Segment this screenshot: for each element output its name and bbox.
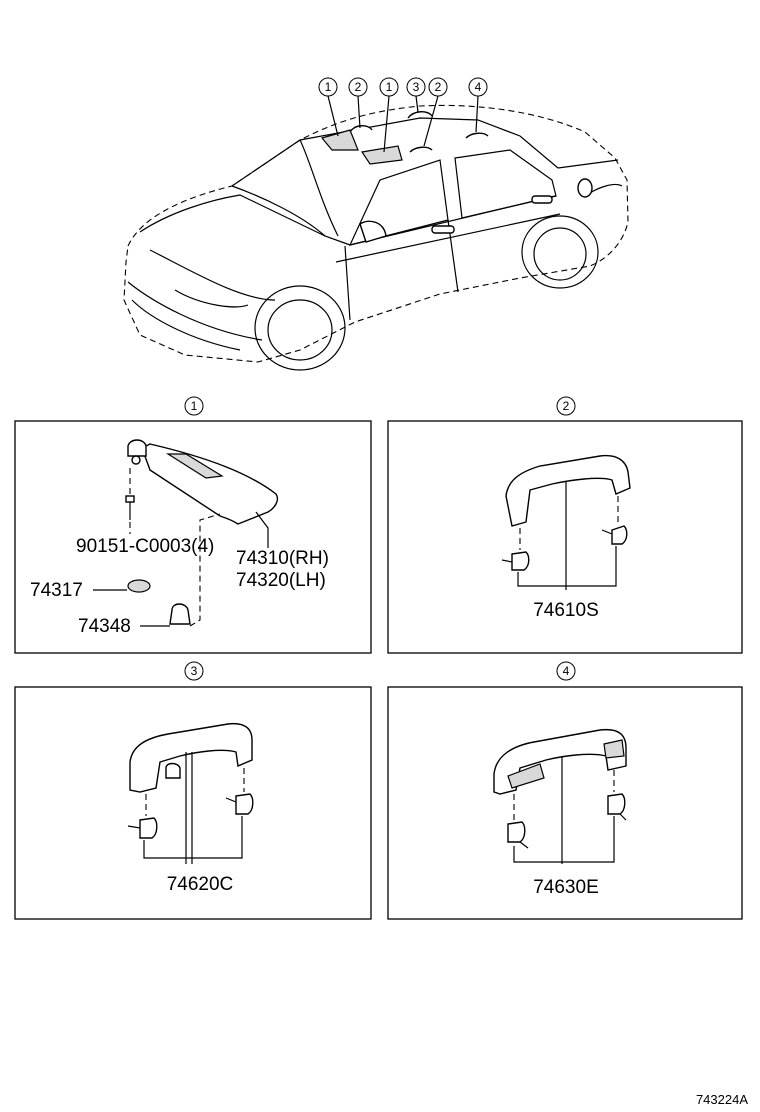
visor-holder — [127, 579, 151, 593]
panel-3: 3 74620C — [14, 661, 372, 920]
figure-code: 743224A — [696, 1092, 748, 1107]
panel-2-box — [387, 420, 743, 654]
grip-3-cap-right — [235, 793, 254, 815]
grip-4-base-right — [603, 739, 625, 759]
grip-3-cap-left — [139, 817, 158, 839]
grip-2-part-number: 74610S — [533, 600, 599, 621]
visor-clip — [169, 603, 191, 625]
panel-4: 4 74630E — [387, 661, 743, 920]
grip-4-cap-left — [507, 821, 526, 843]
car-illustration — [123, 95, 629, 371]
grip-3-part-number: 74620C — [167, 874, 234, 895]
grip-4-part-number: 74630E — [533, 877, 599, 898]
panel-4-callout: 4 — [563, 664, 570, 678]
clip-part-number: 74348 — [78, 616, 131, 637]
callout-1b: 1 — [386, 80, 393, 94]
panel-4-box — [387, 686, 743, 920]
grip-3-hook — [165, 762, 181, 779]
panel-2-callout: 2 — [563, 399, 570, 413]
callout-4: 4 — [475, 80, 482, 94]
assist-grip-2 — [505, 454, 631, 527]
visor-lh-part-number: 74320(LH) — [236, 570, 326, 591]
panel-1: 1 90151-C0003(4) 74310(RH) 74320(LH) 743… — [14, 396, 372, 654]
visor-rh-part-number: 74310(RH) — [236, 548, 329, 569]
assist-grip-3 — [129, 722, 253, 793]
panel-2: 2 74610S — [387, 396, 743, 654]
sun-visor — [141, 443, 279, 525]
callout-2a: 2 — [355, 80, 362, 94]
screw-part-number: 90151-C0003(4) — [76, 536, 214, 557]
grip-4-cap-right — [607, 793, 626, 815]
visor-pivot — [127, 439, 147, 457]
vanity-mirror — [165, 453, 224, 479]
top-callouts: 1 2 1 3 2 4 — [318, 77, 488, 97]
callout-2b: 2 — [435, 80, 442, 94]
holder-part-number: 74317 — [30, 580, 83, 601]
callout-1a: 1 — [325, 80, 332, 94]
grip-2-cap-right — [611, 525, 628, 545]
panel-3-callout: 3 — [191, 664, 198, 678]
grip-4-base-left — [507, 763, 545, 789]
panel-1-callout: 1 — [191, 399, 198, 413]
grip-2-cap-left — [511, 551, 530, 571]
callout-3: 3 — [413, 80, 420, 94]
assist-grip-4 — [493, 728, 627, 795]
panel-1-box — [14, 420, 372, 654]
panel-3-box — [14, 686, 372, 920]
